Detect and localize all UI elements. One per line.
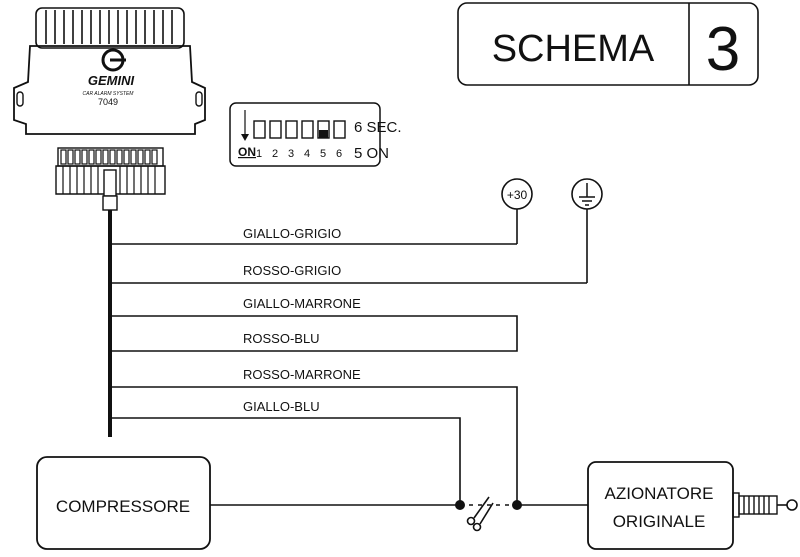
junction-left	[455, 500, 465, 510]
right-mount-hole	[195, 91, 203, 107]
module-connector	[55, 147, 166, 211]
schema-frame	[457, 2, 759, 86]
actuator-label-line1: AZIONATORE	[605, 484, 714, 503]
dip-note-line1: 6 SEC.	[354, 119, 402, 136]
wiring	[108, 209, 588, 506]
dip-switch-4	[301, 120, 314, 139]
dip-note-line2: 5 ON	[354, 145, 389, 162]
dip-switch-1	[253, 120, 266, 139]
wire-loop-giallo-marrone-rosso-blu	[110, 315, 518, 352]
dip-num-4: 4	[304, 148, 310, 160]
schema-title: SCHEMA	[492, 28, 655, 70]
plus30-terminal: +30	[501, 178, 533, 210]
dip-position-numbers: 1 2 3 4 5 6	[256, 148, 342, 160]
module-tagline: CAR ALARM SYSTEM	[83, 91, 135, 97]
dip-switch-boxes	[253, 120, 346, 139]
compressor-box: COMPRESSORE	[36, 456, 211, 550]
wire-labels: GIALLO-GRIGIO ROSSO-GRIGIO GIALLO-MARRON…	[243, 226, 361, 414]
gemini-logo-icon	[101, 48, 126, 72]
schema-number: 3	[706, 15, 740, 84]
label-wire-4: ROSSO-BLU	[243, 331, 320, 346]
dip-switch-panel: ON 1 2 3 4 5 6 6 SEC. 5 ON	[229, 102, 402, 167]
dip-num-6: 6	[336, 148, 342, 160]
dip-arrow-down-icon	[241, 134, 249, 141]
scissors-icon	[466, 496, 494, 532]
dip-frame	[229, 102, 381, 167]
compressor-label: COMPRESSORE	[56, 497, 190, 516]
module-body	[13, 45, 206, 135]
label-wire-1: GIALLO-GRIGIO	[243, 226, 341, 241]
actuator-plunger-icon	[732, 492, 798, 518]
dip-num-3: 3	[288, 148, 294, 160]
label-wire-2: ROSSO-GRIGIO	[243, 263, 341, 278]
module-brand: GEMINI	[88, 73, 135, 88]
schema-box: SCHEMA 3	[457, 2, 759, 86]
label-wire-6: GIALLO-BLU	[243, 399, 320, 414]
dip-on-label: ON	[238, 145, 256, 159]
module-model: 7049	[98, 97, 118, 107]
left-mount-hole	[16, 91, 24, 107]
dip-switch-3	[285, 120, 298, 139]
actuator-label-line2: ORIGINALE	[613, 512, 706, 531]
label-wire-3: GIALLO-MARRONE	[243, 296, 361, 311]
dip-switch-2	[269, 120, 282, 139]
junction-right	[512, 500, 522, 510]
dip-num-1: 1	[256, 148, 262, 160]
actuator-box: AZIONATORE ORIGINALE	[587, 461, 798, 550]
module-ribs	[35, 7, 185, 49]
wire-giallo-blu	[110, 417, 461, 505]
dip-switch-5-lever	[319, 130, 328, 138]
plus30-label: +30	[507, 188, 528, 202]
dip-switch-6	[333, 120, 346, 139]
label-wire-5: ROSSO-MARRONE	[243, 367, 361, 382]
wire-rosso-marrone	[110, 386, 518, 505]
dip-num-2: 2	[272, 148, 278, 160]
alarm-module: GEMINI CAR ALARM SYSTEM 7049	[13, 7, 206, 211]
ground-symbol-icon	[571, 178, 603, 210]
dip-num-5: 5	[320, 148, 326, 160]
